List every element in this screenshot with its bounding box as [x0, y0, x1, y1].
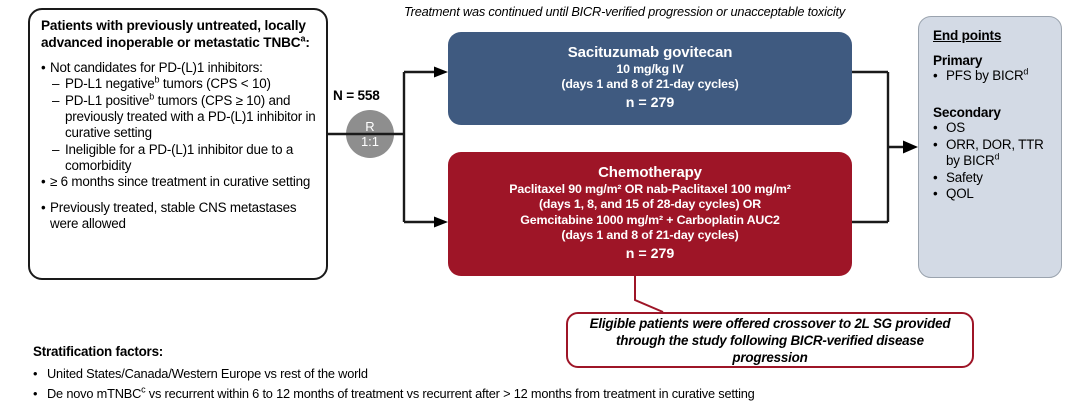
- stratification-heading: Stratification factors:: [33, 344, 164, 359]
- dash-icon: –: [52, 76, 60, 92]
- arm-detail-line: (days 1 and 8 of 21-day cycles): [561, 77, 739, 91]
- arm-detail-line: 10 mg/kg IV: [616, 61, 684, 76]
- eligibility-item: • Previously treated, stable CNS metasta…: [41, 200, 316, 233]
- stratification-item-superscript: c: [141, 384, 146, 395]
- crossover-line-2: through the study following BICR-verifie…: [616, 332, 924, 365]
- eligibility-item-text: Previously treated, stable CNS metastase…: [50, 199, 297, 231]
- stratification-item-text-part: De novo mTNBC: [47, 386, 142, 401]
- crossover-callout-text: Eligible patients were offered crossover…: [580, 315, 960, 366]
- bullet-icon: •: [41, 60, 46, 76]
- eligibility-item: – Ineligible for a PD-(L)1 inhibitor due…: [52, 142, 316, 175]
- stratification-factors-section: Stratification factors: • United States/…: [33, 344, 1033, 404]
- treatment-arm-sacituzumab-govitecan: Sacituzumab govitecan 10 mg/kg IV (days …: [448, 32, 852, 125]
- eligibility-item-text-part: PD-L1 negative: [65, 76, 155, 92]
- arm-sample-size: n = 279: [625, 95, 675, 112]
- stratification-item: • De novo mTNBCc vs recurrent within 6 t…: [33, 384, 1033, 404]
- endpoints-primary-label: Primary: [933, 53, 983, 68]
- randomization-ratio: 1:1: [360, 134, 380, 149]
- endpoints-heading: End points: [933, 28, 1002, 43]
- endpoint-item-text: PFS by BICRd: [946, 66, 1029, 84]
- bullet-icon: •: [933, 68, 938, 83]
- stratification-item-text: De novo mTNBCc vs recurrent within 6 to …: [47, 384, 755, 404]
- endpoint-item-text-part: PFS by BICR: [946, 68, 1024, 83]
- endpoint-item: • ORR, DOR, TTR by BICRd: [933, 137, 1053, 170]
- endpoint-item-text: OS: [946, 120, 965, 136]
- eligibility-criteria-box: Patients with previously untreated, loca…: [28, 8, 328, 280]
- bullet-icon: •: [933, 169, 938, 185]
- eligibility-item: – PD-L1 negativeb tumors (CPS < 10): [52, 76, 316, 92]
- eligibility-item-text: Ineligible for a PD-(L)1 inhibitor due t…: [65, 141, 294, 173]
- endpoint-item: • PFS by BICRd: [933, 66, 1053, 84]
- randomization-total-label: N = 558: [333, 88, 380, 103]
- bullet-icon: •: [33, 366, 38, 381]
- bullet-icon: •: [41, 199, 46, 215]
- arm-sample-size: n = 279: [625, 245, 675, 262]
- arm-detail-line: Paclitaxel 90 mg/m² OR nab-Paclitaxel 10…: [509, 182, 791, 197]
- arm-detail-line: Gemcitabine 1000 mg/m² + Carboplatin AUC…: [520, 212, 780, 227]
- endpoint-item-text: ORR, DOR, TTR by BICRd: [946, 137, 1053, 170]
- eligibility-item-text-tail: tumors (CPS < 10): [159, 76, 271, 92]
- eligibility-item-text-tail: tumors (CPS ≥ 10) and previously treated…: [65, 92, 316, 141]
- stratification-item-text: United States/Canada/Western Europe vs r…: [47, 366, 368, 381]
- eligibility-item-text: PD-L1 positiveb tumors (CPS ≥ 10) and pr…: [65, 91, 316, 142]
- eligibility-item: • Not candidates for PD-(L)1 inhibitors:: [41, 60, 316, 76]
- endpoint-item-text-part: ORR, DOR, TTR by BICR: [946, 136, 1044, 169]
- endpoint-item-superscript: d: [1023, 66, 1029, 77]
- eligibility-item: – PD-L1 positiveb tumors (CPS ≥ 10) and …: [52, 91, 316, 142]
- endpoints-panel: End points Primary • PFS by BICRd Second…: [918, 16, 1062, 278]
- callout-pointer-icon: [634, 276, 664, 313]
- eligibility-title-colon: :: [305, 34, 310, 50]
- eligibility-title: Patients with previously untreated, loca…: [41, 18, 316, 51]
- bullet-icon: •: [933, 136, 938, 152]
- arm-detail-line: (days 1, 8, and 15 of 28-day cycles) OR: [538, 197, 762, 212]
- arm-title: Chemotherapy: [598, 164, 702, 182]
- crossover-line-1: Eligible patients were offered crossover…: [589, 315, 951, 331]
- crossover-callout-box: Eligible patients were offered crossover…: [566, 312, 974, 368]
- bullet-icon: •: [41, 174, 46, 190]
- bullet-icon: •: [33, 386, 38, 401]
- arm-detail-line: (days 1 and 8 of 21-day cycles): [561, 227, 739, 242]
- bullet-icon: •: [933, 120, 938, 136]
- eligibility-item-text-part: PD-L1 positive: [65, 92, 150, 108]
- arrow-right-icon: [434, 216, 448, 228]
- eligibility-title-text: Patients with previously untreated, loca…: [41, 18, 306, 50]
- eligibility-item-text: PD-L1 negativeb tumors (CPS < 10): [65, 76, 316, 92]
- eligibility-item-superscript: b: [154, 75, 160, 86]
- randomization-letter: R: [365, 119, 375, 134]
- treatment-arm-chemotherapy: Chemotherapy Paclitaxel 90 mg/m² OR nab-…: [448, 152, 852, 276]
- eligibility-item-superscript: b: [149, 91, 155, 102]
- stratification-item-text-tail: vs recurrent within 6 to 12 months of tr…: [145, 386, 755, 401]
- eligibility-item: • ≥ 6 months since treatment in curative…: [41, 174, 316, 190]
- arrow-right-icon: [903, 140, 918, 154]
- dash-icon: –: [52, 92, 60, 108]
- endpoint-item: • OS: [933, 120, 1053, 136]
- bullet-icon: •: [933, 186, 938, 202]
- arrow-right-icon: [434, 66, 448, 78]
- dash-icon: –: [52, 141, 60, 157]
- arm-title: Sacituzumab govitecan: [567, 43, 733, 61]
- stratification-item: • United States/Canada/Western Europe vs…: [33, 364, 1033, 384]
- eligibility-item-text: ≥ 6 months since treatment in curative s…: [50, 174, 311, 190]
- endpoint-item-superscript: d: [994, 151, 1000, 162]
- endpoints-secondary-label: Secondary: [933, 105, 1001, 121]
- eligibility-item-text: Not candidates for PD-(L)1 inhibitors:: [50, 60, 263, 76]
- endpoint-item: • QOL: [933, 186, 1053, 202]
- eligibility-title-superscript: a: [300, 33, 306, 44]
- endpoint-item-text: Safety: [946, 169, 983, 185]
- endpoint-item: • Safety: [933, 170, 1053, 186]
- endpoint-item-text: QOL: [946, 186, 974, 202]
- treatment-duration-caption: Treatment was continued until BICR-verif…: [404, 4, 846, 19]
